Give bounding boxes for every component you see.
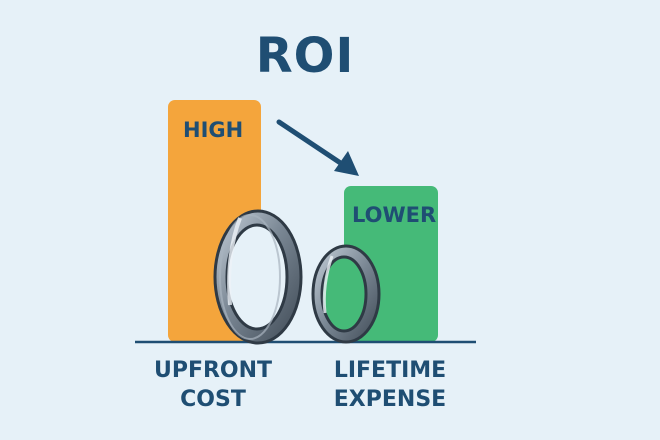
down-right-arrow-icon: [276, 119, 359, 176]
title: ROI: [255, 28, 355, 84]
lower-bar-label: LOWER: [352, 203, 437, 227]
small-bearing-ring-icon: [311, 244, 381, 344]
lifetime-expense-line1: LIFETIME: [333, 358, 447, 383]
large-bearing-ring-icon: [213, 209, 303, 345]
high-bar-label: HIGH: [183, 118, 244, 142]
lifetime-expense-line2: EXPENSE: [333, 387, 447, 412]
lifetime-expense-label: LIFETIME EXPENSE: [330, 356, 450, 414]
upfront-cost-line1: UPFRONT: [153, 358, 273, 383]
upfront-cost-line2: COST: [180, 387, 246, 412]
upfront-cost-label: UPFRONT COST: [150, 356, 276, 414]
